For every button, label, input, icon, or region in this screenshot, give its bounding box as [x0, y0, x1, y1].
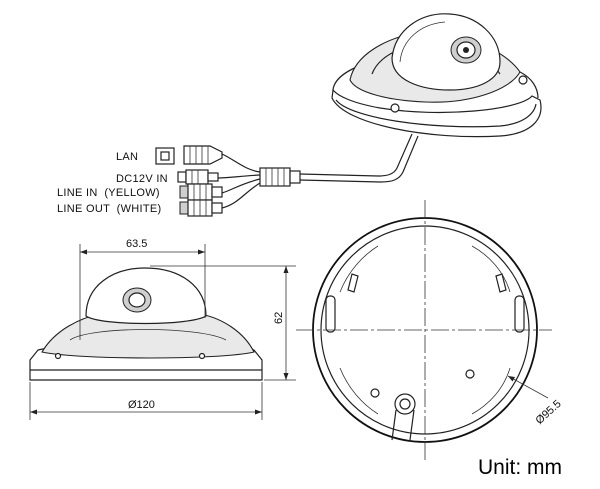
- line-out-connector: [179, 199, 223, 217]
- line-in-connector: [179, 183, 223, 201]
- base-diameter-value: Ø120: [128, 399, 155, 411]
- camera-perspective-view: [299, 13, 542, 183]
- unit-label: Unit: mm: [478, 456, 562, 479]
- mount-diameter-value: Ø95.5: [533, 398, 563, 427]
- base-diameter-dimension: Ø120: [29, 382, 263, 420]
- height-value: 62: [273, 312, 285, 324]
- width-top-value: 63.5: [126, 238, 147, 250]
- side-view: [29, 267, 263, 381]
- lan-connector: [155, 145, 223, 165]
- line-out-label: LINE OUT (WHITE): [57, 203, 162, 215]
- dc12v-label: DC12V IN: [116, 173, 168, 185]
- cable-harness: [217, 153, 301, 209]
- height-dimension: 62: [150, 265, 296, 381]
- line-in-label: LINE IN (YELLOW): [57, 187, 160, 199]
- mount-plate-view: Ø95.5: [296, 200, 564, 460]
- dc12v-connector: [177, 169, 219, 185]
- width-dimension: 63.5: [79, 238, 206, 340]
- lan-label: LAN: [116, 151, 138, 163]
